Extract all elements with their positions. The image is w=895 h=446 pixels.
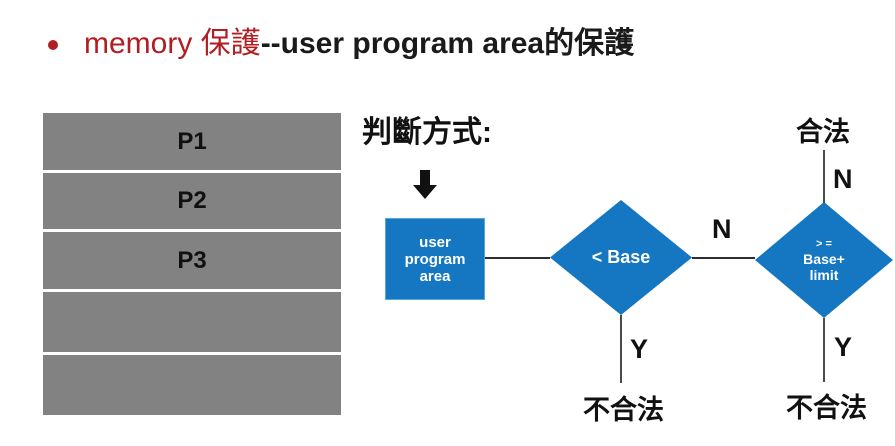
connector-base-to-limit-diamond xyxy=(692,257,755,259)
base-decision-diamond: < Base xyxy=(550,200,692,315)
user-program-area-box: user program area xyxy=(385,218,485,300)
limit-diamond-line-3: limit xyxy=(809,267,839,283)
down-arrow-icon xyxy=(413,170,437,199)
title-black-text: --user program area的保護 xyxy=(260,27,635,60)
title-red-text: memory 保護 xyxy=(84,27,261,60)
memory-row-p1: P1 xyxy=(43,113,341,170)
memory-row-empty-1 xyxy=(43,292,341,352)
result-legal-top: 合法 xyxy=(796,117,850,147)
memory-row-empty-2 xyxy=(43,355,341,415)
branch-label-y-right: Y xyxy=(834,332,853,362)
limit-diamond-line-1: > = xyxy=(816,238,832,250)
connector-base-diamond-down xyxy=(620,315,622,383)
limit-diamond-line-2: Base+ xyxy=(803,251,845,267)
branch-label-n-right: N xyxy=(833,164,853,194)
base-diamond-label: < Base xyxy=(591,247,651,267)
down-arrow-stem xyxy=(420,170,430,185)
process-box-line-1: user xyxy=(419,233,451,251)
flowchart-heading: 判斷方式: xyxy=(362,116,492,149)
result-illegal-right: 不合法 xyxy=(786,393,867,423)
connector-limit-diamond-up xyxy=(823,150,825,203)
down-arrow-head xyxy=(413,185,437,199)
memory-table: P1 P2 P3 xyxy=(43,113,341,415)
limit-decision-diamond: > = Base+ limit xyxy=(755,202,893,318)
memory-row-p3: P3 xyxy=(43,232,341,289)
process-box-line-3: area xyxy=(419,267,451,285)
connector-limit-diamond-down xyxy=(823,318,825,382)
page-title: memory 保護--user program area的保護 xyxy=(84,24,634,64)
bullet-icon xyxy=(48,40,58,50)
connector-box-to-base-diamond xyxy=(485,257,550,259)
memory-row-p2: P2 xyxy=(43,173,341,229)
branch-label-n-middle: N xyxy=(712,214,732,244)
process-box-line-2: program xyxy=(404,250,466,268)
branch-label-y-left: Y xyxy=(630,334,649,364)
result-illegal-left: 不合法 xyxy=(583,395,664,425)
